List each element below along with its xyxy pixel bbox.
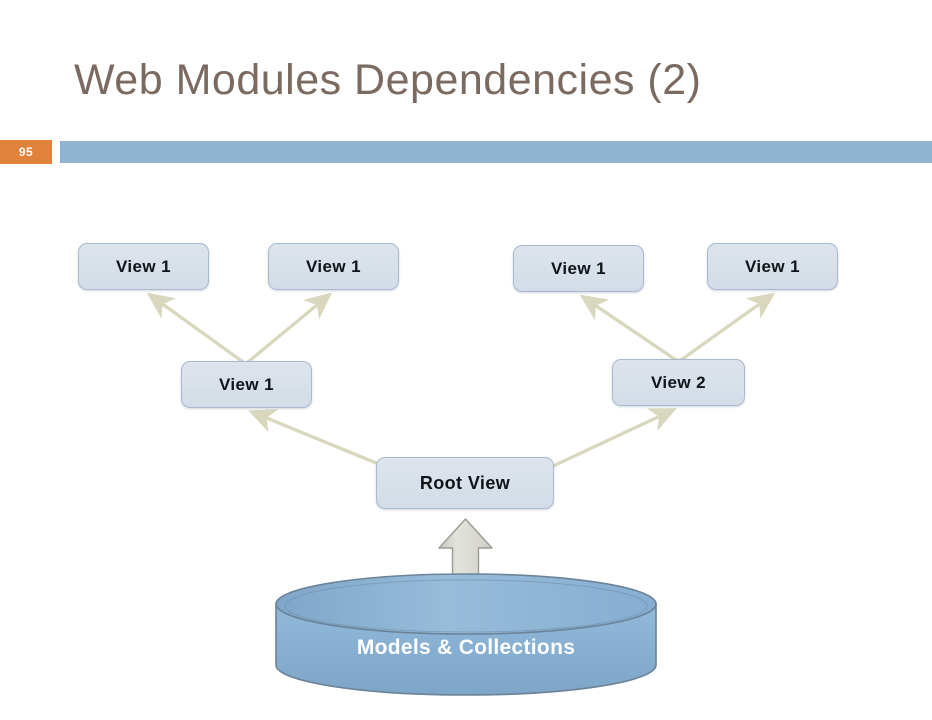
node-view-top-2[interactable]: View 1	[268, 243, 399, 290]
datastore-cylinder	[275, 573, 657, 696]
edge-midright-to-top3	[579, 294, 678, 362]
page-title: Web Modules Dependencies (2)	[74, 56, 702, 104]
node-label: View 1	[218, 374, 274, 394]
edge-midleft-to-top1	[146, 292, 245, 364]
node-view-top-1[interactable]: View 1	[78, 243, 209, 290]
node-label: View 1	[550, 258, 606, 278]
node-root-view[interactable]: Root View	[376, 457, 554, 509]
edge-midright-to-top4	[679, 292, 776, 362]
edge-root-to-midright	[549, 408, 677, 469]
node-view-mid-right[interactable]: View 2	[612, 359, 745, 406]
slide-number-badge: 95	[0, 140, 52, 164]
header-accent-bar	[60, 141, 932, 163]
edge-midleft-to-top2	[246, 292, 333, 364]
datastore-region[interactable]: Models & Collections	[276, 578, 656, 696]
node-label: View 1	[305, 256, 361, 276]
datastore-label: Models & Collections	[356, 636, 576, 659]
node-label: View 1	[744, 256, 800, 276]
node-view-mid-left[interactable]: View 1	[181, 361, 312, 408]
node-label: Root View	[419, 472, 511, 493]
node-label: View 2	[650, 372, 706, 392]
edge-root-to-midleft	[248, 409, 383, 467]
node-view-top-4[interactable]: View 1	[707, 243, 838, 290]
edge-group	[146, 292, 776, 469]
node-label: View 1	[115, 256, 171, 276]
node-view-top-3[interactable]: View 1	[513, 245, 644, 292]
